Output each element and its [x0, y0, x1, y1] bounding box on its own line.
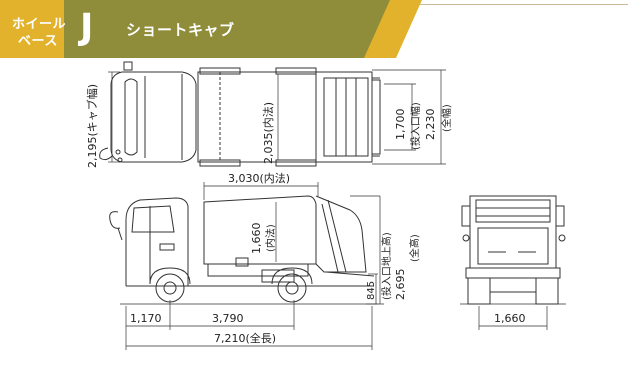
- rear-view: [460, 195, 566, 330]
- dim-overall-length: 7,210(全長): [214, 331, 276, 345]
- wheelbase-label-line2: ベース: [18, 34, 58, 49]
- header-background: [0, 0, 422, 58]
- wheelbase-label-line1: ホイール: [12, 17, 67, 32]
- dim-body-inner-height-label: (内法): [264, 224, 277, 252]
- dim-body-inner-width: 2,035(内法): [261, 102, 275, 164]
- dim-front-overhang: 1,170: [130, 312, 162, 325]
- dim-cab-width: 2,195(キャブ幅): [85, 84, 99, 168]
- dim-hopper-height: 845: [366, 281, 377, 300]
- side-view: [109, 182, 384, 350]
- dim-hopper-height-label: (投入口地上高): [380, 232, 393, 300]
- dim-overall-width: 2,230: [424, 109, 437, 141]
- dim-overall-height-label: (全高): [408, 234, 421, 262]
- top-view: [99, 61, 446, 167]
- dim-body-inner-length: 3,030(内法): [228, 171, 290, 185]
- dim-body-inner-height: 1,660: [250, 223, 263, 255]
- dim-hopper-width-label: (投入口幅): [409, 102, 422, 150]
- model-name: ショートキャブ: [126, 21, 235, 39]
- wheelbase-code: J: [80, 7, 94, 48]
- dim-hopper-width: 1,700: [394, 109, 407, 141]
- dim-overall-width-label: (全幅): [440, 104, 453, 132]
- dim-rear-track: 1,660: [494, 312, 526, 325]
- dim-wheelbase: 3,790: [212, 312, 244, 325]
- header-banner: ホイール ベース J ショートキャブ: [0, 0, 628, 58]
- dim-overall-height: 2,695: [394, 269, 407, 301]
